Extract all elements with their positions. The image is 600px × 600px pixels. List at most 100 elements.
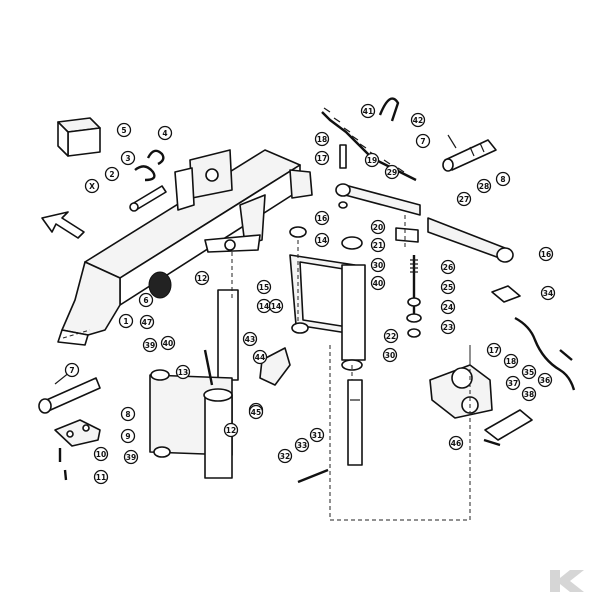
callout-circle [537, 372, 553, 388]
callout-label: 4 [162, 129, 167, 138]
callout-28: 28 [476, 178, 492, 194]
callout-circle [118, 313, 134, 329]
clamp-hole [66, 430, 74, 438]
callout-circle [157, 125, 173, 141]
callout-label: 29 [387, 168, 397, 177]
callout-16b: 16 [538, 246, 554, 262]
callout-label: 17 [317, 154, 327, 163]
callout-circle [521, 386, 537, 402]
callout-36: 36 [537, 372, 553, 388]
callout-6: 6 [138, 292, 154, 308]
callout-circle [252, 349, 268, 365]
callout-label: 12 [226, 426, 236, 435]
direction-arrow-icon [41, 211, 85, 239]
callout-29: 29 [384, 164, 400, 180]
callout-label: 33 [297, 441, 307, 450]
callout-17a: 17 [314, 150, 330, 166]
callout-circle [142, 337, 158, 353]
callout-circle [120, 406, 136, 422]
callout-label: 6 [143, 296, 148, 305]
callout-label: 20 [373, 223, 383, 232]
callout-label: 37 [508, 379, 518, 388]
callout-11: 11 [93, 469, 109, 485]
angle-bracket-part [259, 347, 291, 386]
callout-circle [360, 103, 376, 119]
callout-label: 41 [363, 107, 373, 116]
clamp-hole-b [82, 424, 90, 432]
callout-9: 9 [120, 428, 136, 444]
callout-label: 11 [96, 473, 106, 482]
bolt-part [38, 371, 101, 414]
callout-25: 25 [440, 279, 456, 295]
callout-circle [294, 437, 310, 453]
callout-19: 19 [364, 152, 380, 168]
callout-circle [383, 328, 399, 344]
callout-circle [120, 150, 136, 166]
callout-label: 7 [69, 366, 74, 375]
callout-26: 26 [440, 259, 456, 275]
callout-circle [175, 364, 191, 380]
callout-label: 36 [540, 376, 550, 385]
callout-label: 38 [524, 390, 534, 399]
callout-43a: 43 [242, 331, 258, 347]
callout-45: 45 [248, 404, 264, 420]
callout-label: 35 [524, 368, 534, 377]
callout-circle [440, 259, 456, 275]
callout-circle [382, 347, 398, 363]
main-frame-part [57, 149, 313, 346]
callout-label: 21 [373, 241, 383, 250]
callout-circle [503, 353, 519, 369]
tube-12-part [217, 289, 239, 381]
callout-label: 30 [373, 261, 383, 270]
callout-label: 28 [479, 182, 489, 191]
callout-circle [84, 178, 100, 194]
callout-label: 45 [251, 408, 261, 417]
callout-8a: 8 [120, 406, 136, 422]
callout-label: X [89, 182, 95, 191]
callout-10: 10 [93, 446, 109, 462]
callout-label: 2 [109, 170, 114, 179]
callout-label: 25 [443, 283, 453, 292]
callout-circle [123, 449, 139, 465]
callout-label: 39 [145, 341, 155, 350]
callout-32: 32 [277, 448, 293, 464]
callout-circle [277, 448, 293, 464]
callout-30b: 30 [382, 347, 398, 363]
callout-circle [370, 275, 386, 291]
callout-14a: 14 [314, 232, 330, 248]
callout-label: 16 [317, 214, 327, 223]
callout-7b: 7 [415, 133, 431, 149]
spring-rod-part [514, 316, 576, 391]
bracket-plate-part [491, 285, 521, 303]
callout-circle [364, 152, 380, 168]
callout-37: 37 [505, 375, 521, 391]
callout-label: 14 [259, 302, 269, 311]
callout-38: 38 [521, 386, 537, 402]
callout-27: 27 [456, 191, 472, 207]
callout-39b: 39 [123, 449, 139, 465]
callout-circle [456, 191, 472, 207]
callout-30a: 30 [370, 257, 386, 273]
callout-label: 1 [123, 317, 128, 326]
callout-label: 32 [280, 452, 290, 461]
callout-circle [505, 375, 521, 391]
callout-18a: 18 [314, 131, 330, 147]
callout-label: 44 [255, 353, 265, 362]
callout-circle [93, 469, 109, 485]
callout-label: 14 [271, 302, 281, 311]
callout-label: 13 [178, 368, 188, 377]
callout-circle [194, 270, 210, 286]
link-arm-part [335, 183, 514, 263]
pin-part [129, 185, 167, 212]
callout-label: 14 [317, 236, 327, 245]
callout-label: 7 [420, 137, 425, 146]
callout-circle [370, 237, 386, 253]
callout-label: 3 [125, 154, 130, 163]
hinge-tube-part [149, 369, 233, 479]
callout-34: 34 [540, 285, 556, 301]
callout-41: 41 [360, 103, 376, 119]
callout-label: 46 [451, 439, 461, 448]
callout-20: 20 [370, 219, 386, 235]
callout-label: 16 [541, 250, 551, 259]
callout-circle [242, 331, 258, 347]
